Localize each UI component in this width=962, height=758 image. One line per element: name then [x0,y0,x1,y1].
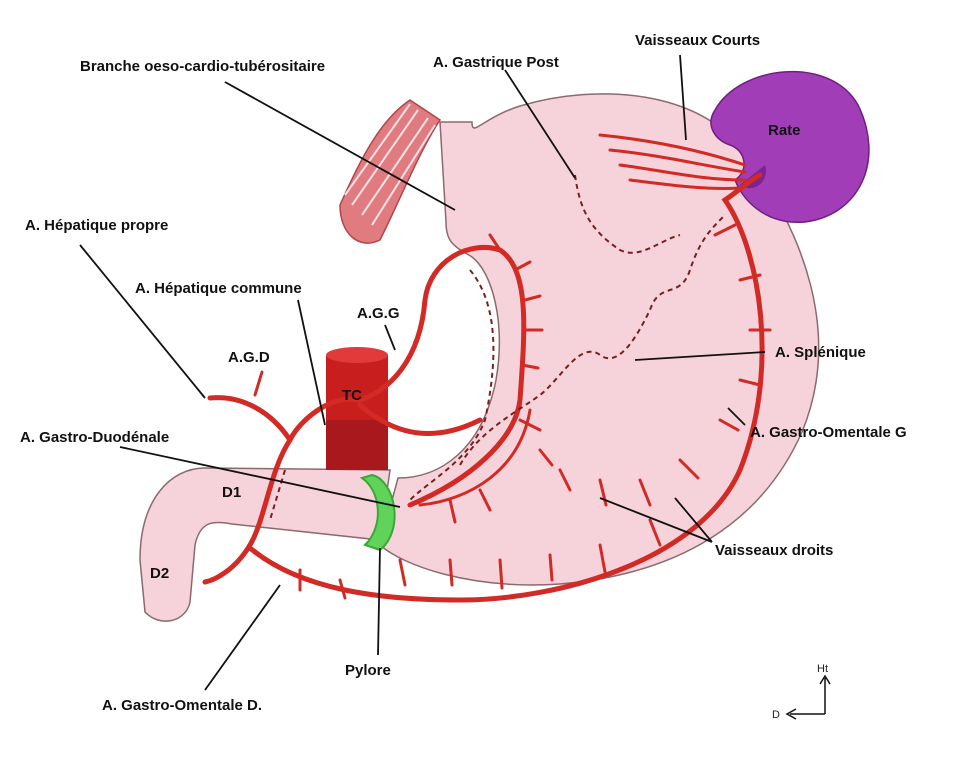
pylorus [359,473,396,552]
label-hepatique-propre: A. Hépatique propre [25,217,168,234]
leader-lines [79,54,766,691]
label-rate: Rate [768,122,801,139]
label-vaisseaux-courts: Vaisseaux Courts [635,32,760,49]
label-d1: D1 [222,484,241,501]
celiac-trunk [326,347,388,470]
compass-arrows-icon [785,674,831,720]
label-gastro-omentale-g: A. Gastro-Omentale G [750,424,907,441]
label-gastro-omentale-d: A. Gastro-Omentale D. [102,697,262,714]
label-tc: TC [342,387,362,404]
esophagus-muscle [339,99,442,244]
label-gastrique-post: A. Gastrique Post [433,54,559,71]
orientation-compass: Ht D [772,663,831,721]
gastric-post-hidden [574,174,681,254]
label-agd: A.G.D [228,349,270,366]
duodenum [139,467,391,622]
label-vaisseaux-droits: Vaisseaux droits [715,542,833,559]
label-gastro-duodenale: A. Gastro-Duodénale [20,429,169,446]
label-d2: D2 [150,565,169,582]
compass-up-label: Ht [817,663,828,675]
stomach [379,93,820,586]
splenic-artery-hidden [459,214,726,466]
label-agg: A.G.G [357,305,400,322]
label-splenique: A. Splénique [775,344,866,361]
label-hepatique-commune: A. Hépatique commune [135,280,302,297]
label-branche: Branche oeso-cardio-tubérositaire [80,58,325,75]
compass-left-label: D [772,709,780,721]
label-pylore: Pylore [345,662,391,679]
